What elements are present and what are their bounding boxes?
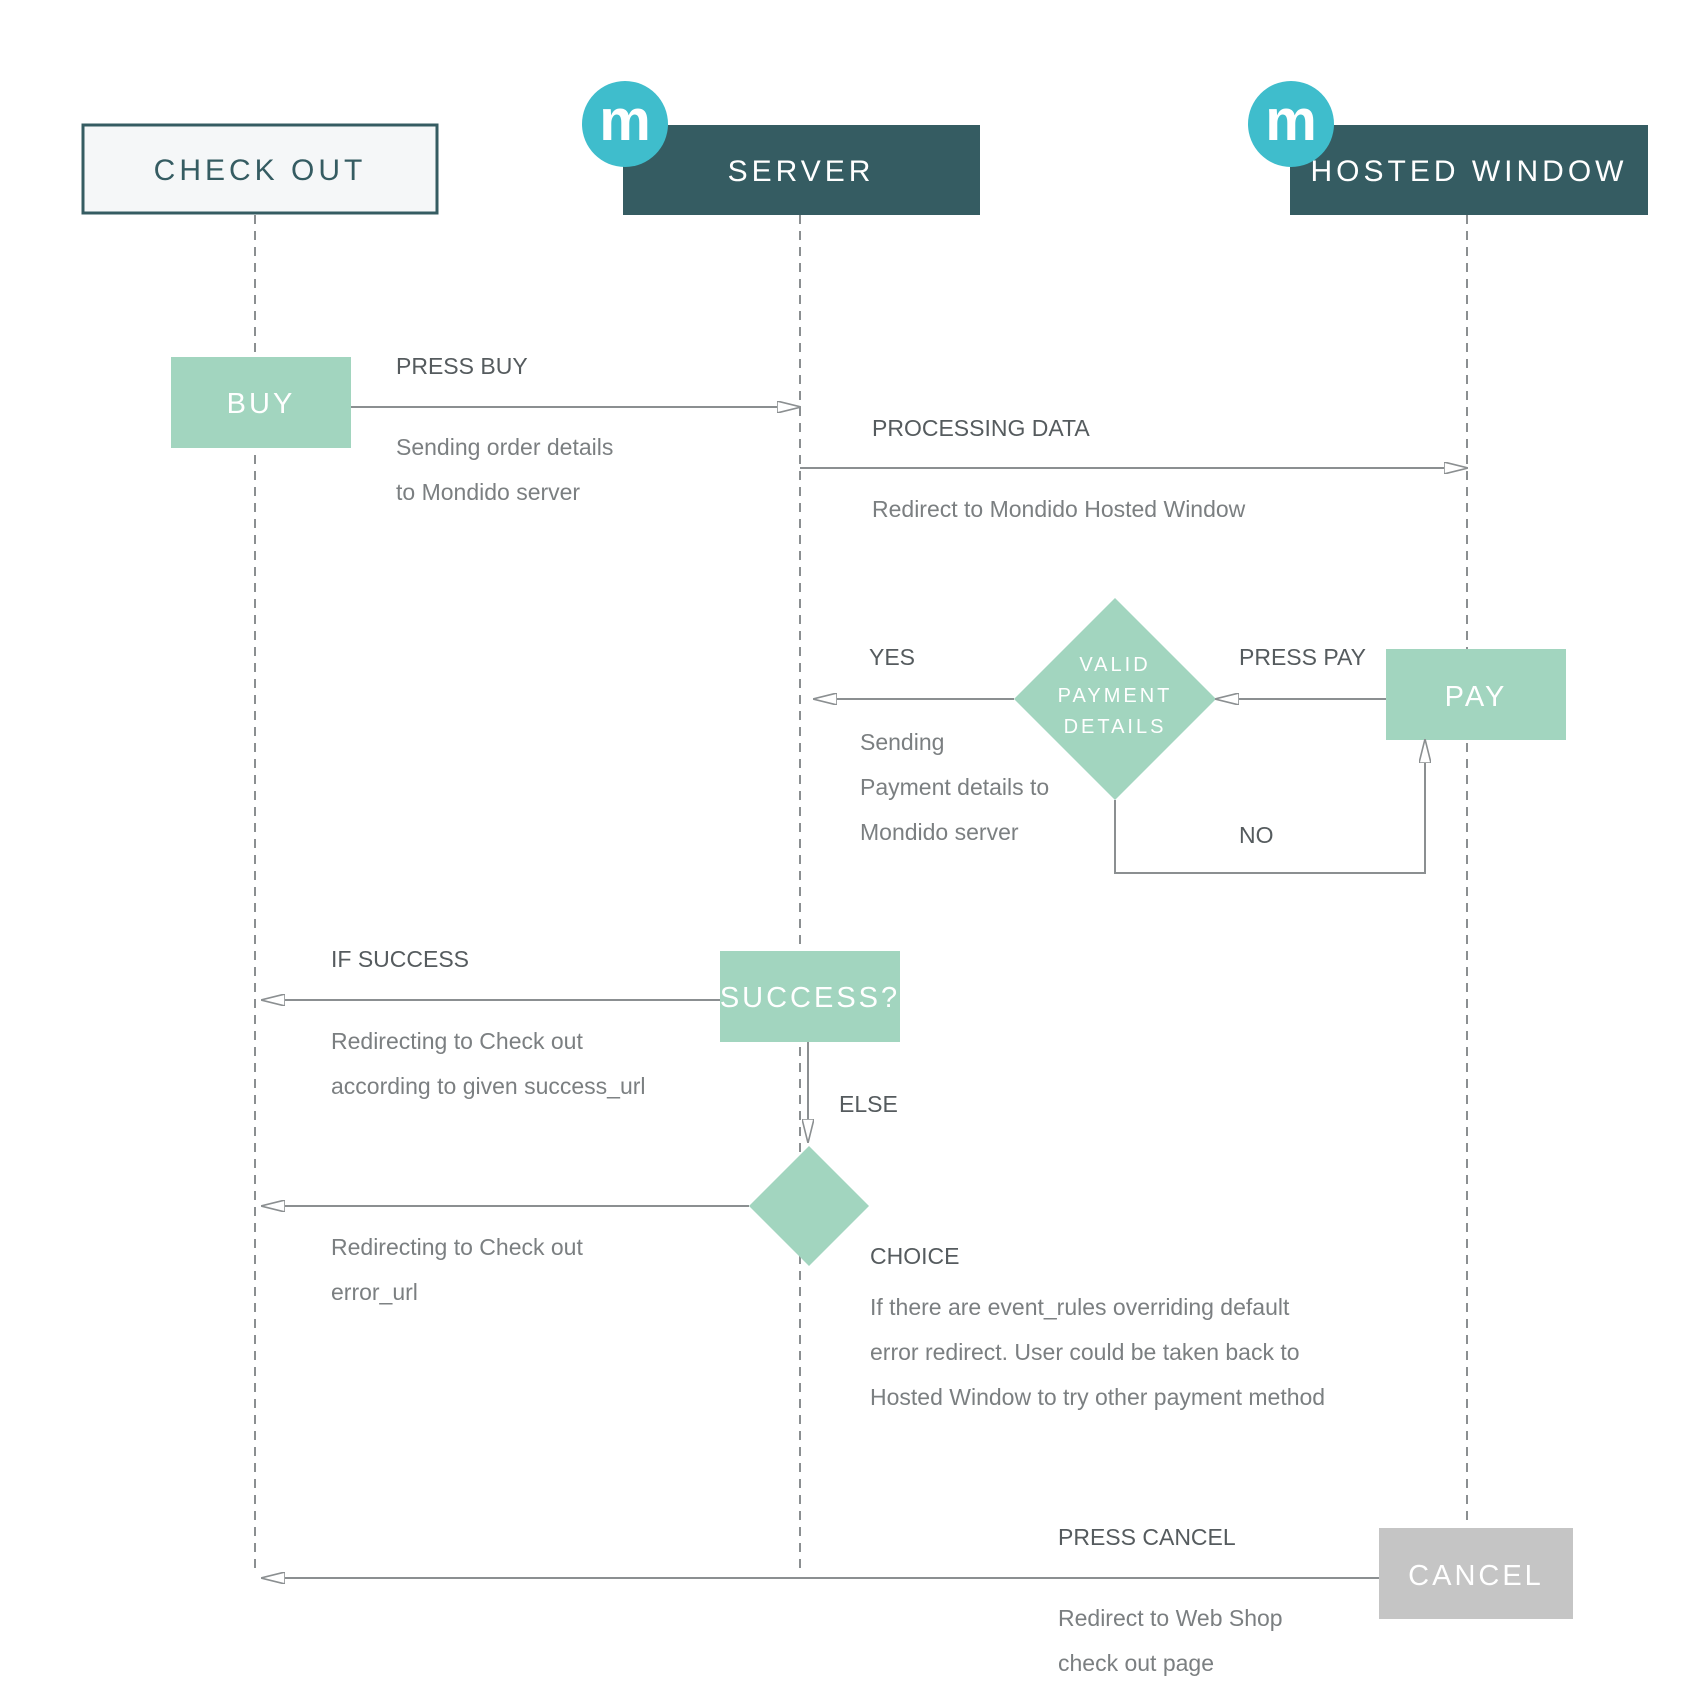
- choice-desc-3: Hosted Window to try other payment metho…: [870, 1384, 1325, 1410]
- svg-text:m: m: [599, 88, 651, 153]
- lane-title-checkout: CHECK OUT: [154, 154, 367, 187]
- press-cancel-desc-1: Redirect to Web Shop: [1058, 1605, 1283, 1631]
- valid-payment-decision: [1014, 598, 1216, 800]
- mondido-logo-icon: m: [1248, 81, 1334, 167]
- if-success-desc-1: Redirecting to Check out: [331, 1028, 583, 1054]
- choice-desc-1: If there are event_rules overriding defa…: [870, 1294, 1290, 1320]
- lane-header-hosted-window: HOSTED WINDOW: [1290, 125, 1648, 215]
- lane-title-hosted-window: HOSTED WINDOW: [1311, 155, 1628, 188]
- success-box: [720, 951, 900, 1042]
- cancel-box-label: CANCEL: [1408, 1560, 1544, 1592]
- press-cancel-desc-2: check out page: [1058, 1650, 1214, 1676]
- decision-text-3: DETAILS: [1064, 716, 1167, 738]
- pay-box-label: PAY: [1445, 681, 1508, 713]
- choice-desc-2: error redirect. User could be taken back…: [870, 1339, 1300, 1365]
- choice-diamond: [749, 1146, 869, 1266]
- lane-title-server: SERVER: [728, 155, 875, 188]
- arrow-no: [1114, 740, 1425, 874]
- processing-data-desc: Redirect to Mondido Hosted Window: [872, 496, 1246, 522]
- if-success-desc-2: according to given success_url: [331, 1073, 646, 1099]
- press-buy-label: PRESS BUY: [396, 353, 528, 379]
- press-pay-label: PRESS PAY: [1239, 644, 1366, 670]
- lane-header-checkout: CHECK OUT: [81, 123, 439, 215]
- processing-data-label: PROCESSING DATA: [872, 415, 1090, 441]
- else-label: ELSE: [839, 1091, 898, 1117]
- lane-header-server: SERVER: [623, 125, 980, 215]
- press-buy-desc-1: Sending order details: [396, 434, 613, 460]
- press-buy-desc-2: to Mondido server: [396, 479, 580, 505]
- yes-label: YES: [869, 644, 915, 670]
- svg-text:m: m: [1265, 88, 1317, 153]
- decision-text-2: PAYMENT: [1058, 685, 1173, 707]
- cancel-box: [1379, 1528, 1573, 1619]
- yes-desc-1: Sending: [860, 729, 944, 755]
- press-cancel-label: PRESS CANCEL: [1058, 1524, 1236, 1550]
- if-success-label: IF SUCCESS: [331, 946, 469, 972]
- yes-desc-2: Payment details to: [860, 774, 1049, 800]
- error-desc-1: Redirecting to Check out: [331, 1234, 583, 1260]
- no-label: NO: [1239, 822, 1274, 848]
- choice-label: CHOICE: [870, 1243, 959, 1269]
- buy-box: [171, 357, 351, 448]
- yes-desc-3: Mondido server: [860, 819, 1019, 845]
- error-desc-2: error_url: [331, 1279, 418, 1305]
- decision-text-1: VALID: [1079, 654, 1150, 676]
- buy-box-label: BUY: [227, 388, 296, 420]
- success-box-label: SUCCESS?: [720, 982, 900, 1014]
- mondido-logo-icon: m: [582, 81, 668, 167]
- pay-box: [1386, 649, 1566, 740]
